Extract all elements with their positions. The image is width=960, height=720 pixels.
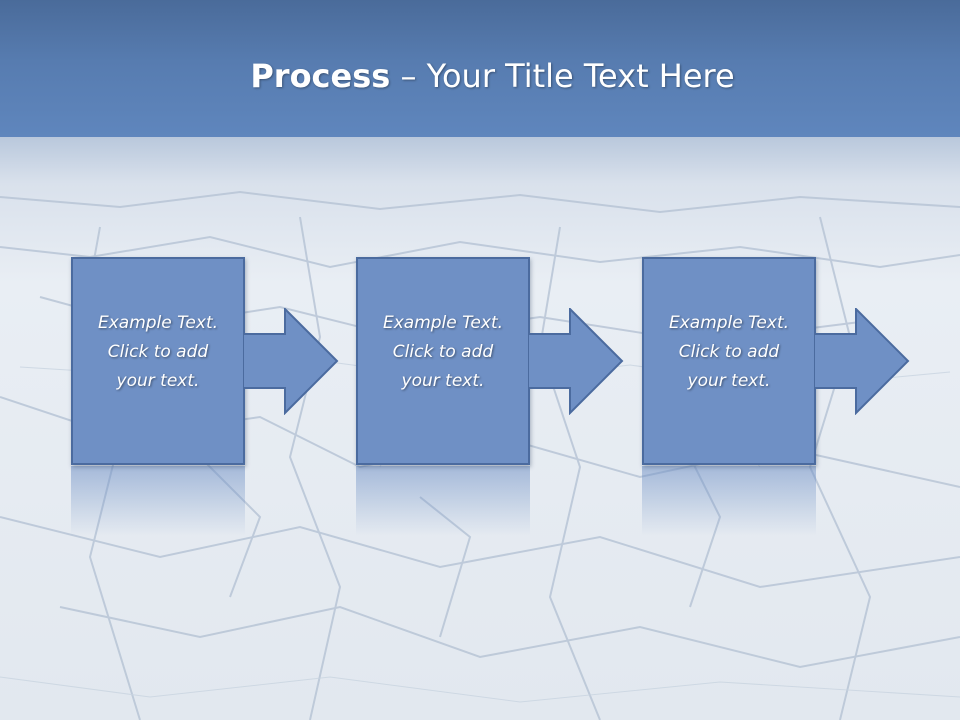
title-rest-text: – Your Title Text Here [390,57,735,95]
process-step-3[interactable]: Example Text. Click to add your text. [642,257,816,465]
right-arrow-icon [814,308,910,415]
right-arrow-icon [243,308,339,415]
process-step-1[interactable]: Example Text. Click to add your text. [71,257,245,465]
process-step-2[interactable]: Example Text. Click to add your text. [356,257,530,465]
step-reflection [642,466,816,536]
step-text[interactable]: Example Text. Click to add your text. [382,313,504,391]
title-bold-text: Process [250,57,391,95]
step-text[interactable]: Example Text. Click to add your text. [668,313,790,391]
step-reflection [71,466,245,536]
title-bar [0,0,960,137]
right-arrow-icon [528,308,624,415]
step-text[interactable]: Example Text. Click to add your text. [97,313,219,391]
slide-title[interactable]: Process – Your Title Text Here [0,54,960,98]
step-reflection [356,466,530,536]
